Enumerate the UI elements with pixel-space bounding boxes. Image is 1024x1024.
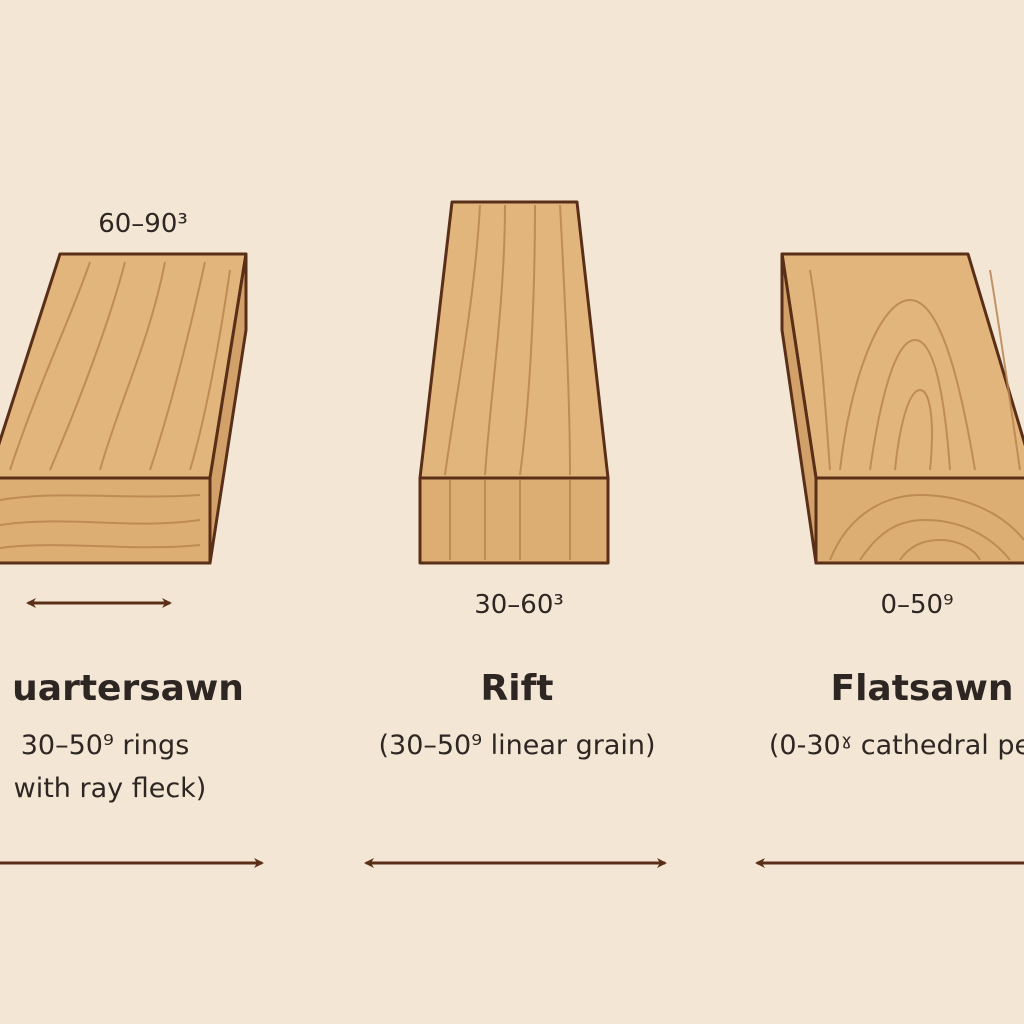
quartersawn-title: uartersawn bbox=[12, 668, 244, 709]
flatsawn-angle-label: 0–50⁹ bbox=[880, 590, 954, 620]
rift-angle-label: 30–60³ bbox=[474, 590, 564, 620]
rift-grain bbox=[444, 204, 571, 560]
quartersawn-subtitle-line2: with ray fleck) bbox=[13, 773, 207, 804]
rift-title: Rift bbox=[480, 668, 554, 709]
flatsawn-title: Flatsawn bbox=[830, 668, 1014, 709]
quartersawn-subtitle-line1: 30–50⁹ rings bbox=[20, 730, 190, 761]
quartersawn-board bbox=[0, 252, 248, 565]
quartersawn-angle-label: 60–90³ bbox=[98, 209, 188, 239]
rift-board bbox=[418, 200, 610, 565]
flatsawn-subtitle: (0-30ˠ cathedral pe bbox=[768, 730, 1024, 761]
rift-subtitle: (30–50⁹ linear grain) bbox=[378, 730, 656, 761]
quartersawn-grain bbox=[0, 261, 231, 549]
flatsawn-grain bbox=[809, 269, 1024, 561]
